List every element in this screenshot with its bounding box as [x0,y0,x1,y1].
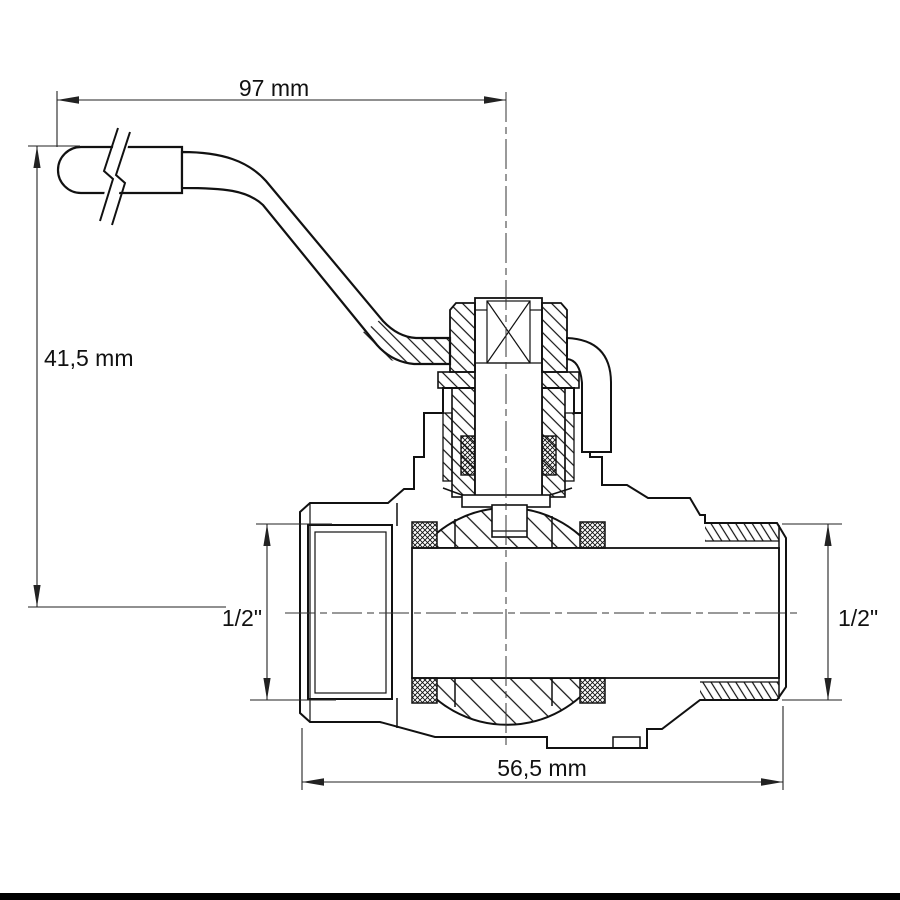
female-thread-end [307,503,398,728]
handle [56,126,612,453]
break-line [111,131,131,226]
dim-outlet-thread-label: 1/2" [838,605,878,631]
packing-nut-left [449,302,476,373]
stem [474,297,543,498]
dim-body-length-label: 56,5 mm [497,755,586,781]
dimension-outlet-thread: 1/2" [782,523,878,701]
dim-overall-height-label: 41,5 mm [44,345,133,371]
dimension-overall-height: 41,5 mm [28,145,226,608]
ball-bottom-cap [437,678,580,726]
arrowhead [824,524,832,546]
handle-lever [180,150,452,366]
arrowhead [761,778,783,786]
arrowhead [302,778,324,786]
arrowhead [263,678,271,700]
seat-seal [411,677,438,704]
seat-seal [579,521,606,549]
arrowhead [824,678,832,700]
arrowhead [57,96,79,104]
stem-assembly [437,297,580,538]
dim-inlet-thread-label: 1/2" [222,605,262,631]
stem-tang [491,504,528,538]
valve-body-section [299,387,787,749]
dimension-inlet-thread: 1/2" [222,523,336,701]
dim-handle-length-label: 97 mm [239,75,309,101]
female-thread-bore [307,524,393,700]
arrowhead [484,96,506,104]
ball [437,506,580,726]
dimension-handle-length: 97 mm [56,75,506,147]
packing-nut-right [541,302,568,373]
arrowhead [263,524,271,546]
seat-seal [579,677,606,704]
male-thread-top [705,523,779,541]
arrowhead [33,146,41,168]
bottom-notch [612,736,641,748]
arrowhead [33,585,41,607]
stem-seal-right [541,435,557,476]
stem-head-cross [486,300,531,364]
gland-step-left [442,412,453,482]
handle-lever-section-hatch [362,319,449,364]
male-thread-bottom [700,682,779,700]
handle-break-symbol [99,126,131,226]
seat-seal [411,521,438,549]
seat-seals [411,521,606,704]
gland-step-right [564,412,575,482]
stem-seal-left [460,435,476,476]
footer-bar [0,893,900,900]
dimension-body-length: 56,5 mm [301,706,784,790]
male-thread-end [700,523,780,700]
handle-stop-bracket [566,336,612,453]
break-line [99,127,119,222]
